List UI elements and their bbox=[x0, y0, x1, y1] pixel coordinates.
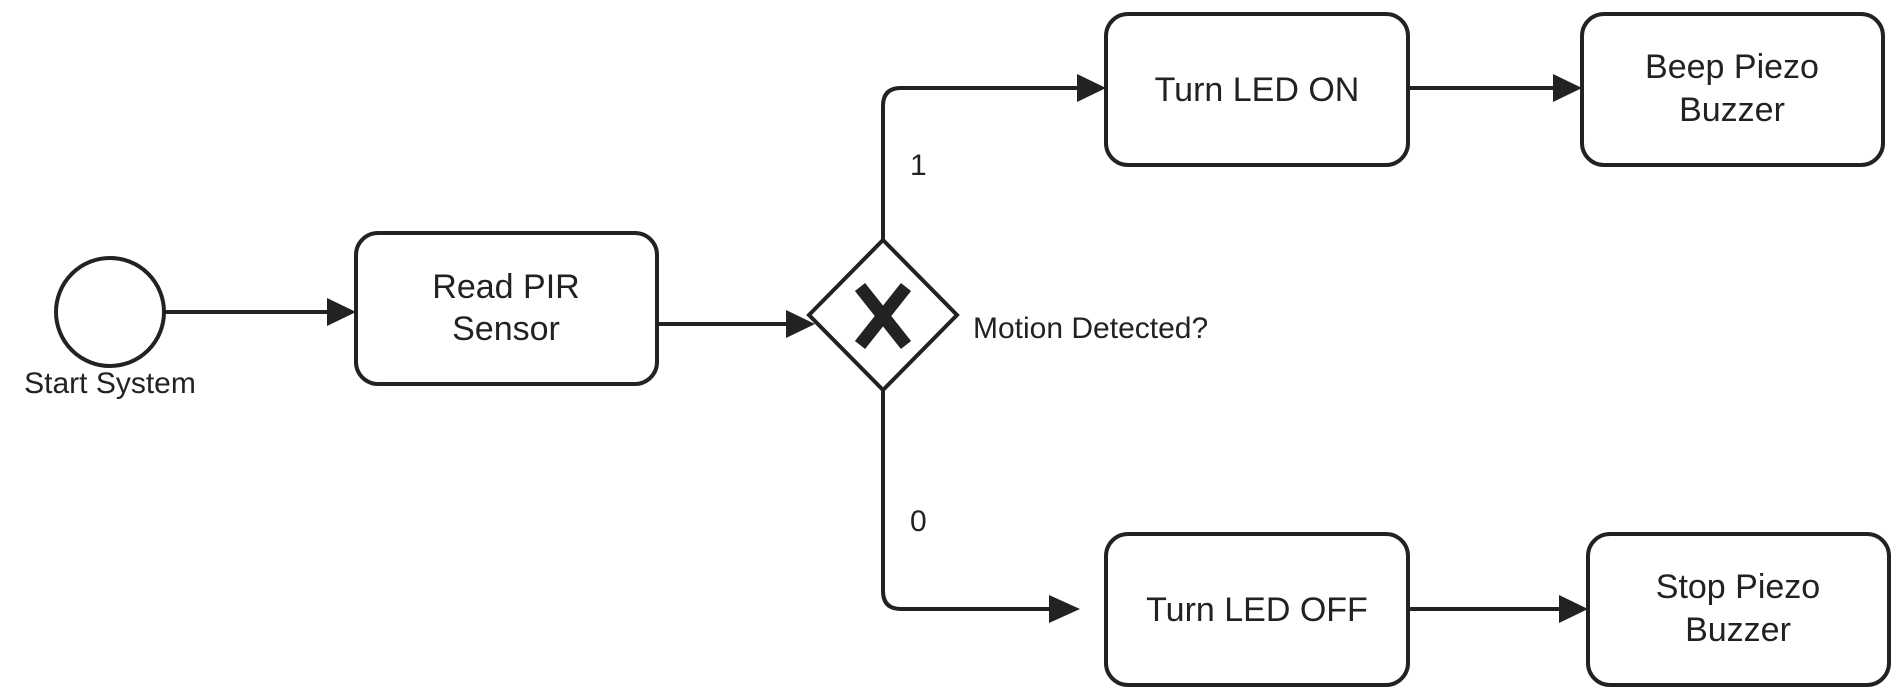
task-read-pir-sensor[interactable]: Read PIR Sensor bbox=[354, 231, 659, 386]
task-label-line2: Buzzer bbox=[1685, 611, 1791, 649]
task-label-line1: Turn LED OFF bbox=[1146, 591, 1368, 629]
arrowhead bbox=[1559, 595, 1588, 623]
task-turn-led-off[interactable]: Turn LED OFF bbox=[1104, 532, 1410, 687]
task-box bbox=[1586, 532, 1891, 687]
edge-led-on-to-beep-buzzer bbox=[1408, 74, 1582, 102]
exclusive-gateway[interactable]: Motion Detected? bbox=[806, 237, 1208, 393]
task-label-line2: Sensor bbox=[452, 310, 560, 348]
edge-led-off-to-stop-buzzer bbox=[1408, 595, 1588, 623]
arrowhead bbox=[1553, 74, 1582, 102]
arrowhead bbox=[786, 310, 815, 338]
edge-label-yes: 1 bbox=[910, 149, 927, 182]
gateway-label: Motion Detected? bbox=[973, 312, 1208, 345]
task-label-line2: Buzzer bbox=[1679, 91, 1785, 129]
edge-label-no: 0 bbox=[910, 505, 927, 538]
task-beep-piezo-buzzer[interactable]: Beep Piezo Buzzer bbox=[1580, 12, 1885, 167]
start-event[interactable]: Start System bbox=[24, 256, 196, 400]
task-box bbox=[1580, 12, 1885, 167]
task-label-line1: Beep Piezo bbox=[1645, 48, 1819, 86]
arrowhead bbox=[1049, 595, 1080, 623]
arrowhead bbox=[1077, 74, 1106, 102]
task-turn-led-on[interactable]: Turn LED ON bbox=[1104, 12, 1410, 167]
task-label-line1: Stop Piezo bbox=[1656, 568, 1820, 606]
edge-read-pir-to-gateway bbox=[657, 310, 815, 338]
task-box bbox=[354, 231, 659, 386]
edge-start-to-read-pir bbox=[164, 298, 356, 326]
task-label-line1: Turn LED ON bbox=[1155, 71, 1360, 109]
arrowhead bbox=[327, 298, 356, 326]
start-event-circle bbox=[54, 256, 166, 368]
gateway-x-icon bbox=[854, 282, 912, 350]
task-stop-piezo-buzzer[interactable]: Stop Piezo Buzzer bbox=[1586, 532, 1891, 687]
edge-gateway-to-led-on: 1 bbox=[881, 74, 1106, 240]
start-event-label: Start System bbox=[24, 367, 196, 400]
edge-gateway-to-led-off: 0 bbox=[881, 390, 1080, 623]
task-label-line1: Read PIR bbox=[432, 268, 579, 306]
